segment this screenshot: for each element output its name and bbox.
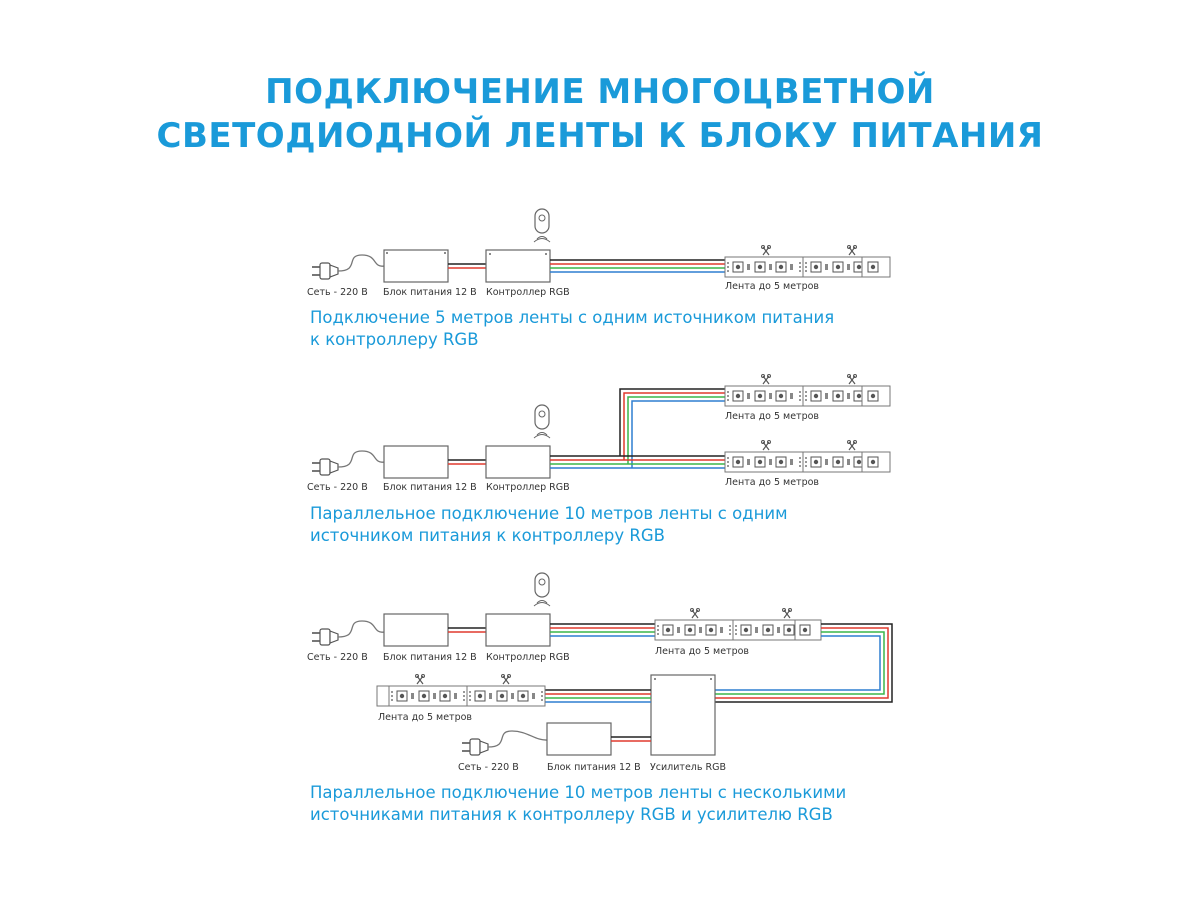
led-strip-top [724,385,891,407]
amplifier-box [650,674,716,756]
cut-mark-icon [760,244,772,256]
controller-box [485,249,551,283]
label-amplifier: Усилитель RGB [650,762,726,773]
led-strip-bottom [724,451,891,473]
title-line-2: СВЕТОДИОДНОЙ ЛЕНТЫ К БЛОКУ ПИТАНИЯ [156,116,1044,156]
mains-cable [337,450,386,468]
label-strip-bottom: Лента до 5 метров [725,477,819,488]
cut-mark-icon [760,439,772,451]
diagram-1: Сеть - 220 В Блок питания 12 В Контролле… [307,208,891,298]
caption-1-line-1: Подключение 5 метров ленты с одним источ… [310,308,835,327]
caption-3-line-2: источниками питания к контроллеру RGB и … [310,805,833,824]
led-strip [724,256,891,278]
plug-icon [311,628,339,646]
psu2-box [546,722,612,756]
cut-mark-icon [846,373,858,385]
label-psu: Блок питания 12 В [383,482,477,493]
caption-3: Параллельное подключение 10 метров ленты… [310,782,950,826]
label-strip-right: Лента до 5 метров [655,646,749,657]
label-psu: Блок питания 12 В [383,287,477,298]
psu-box [383,613,449,647]
diagram-3: Сеть - 220 В Блок питания 12 В Контролле… [307,572,893,773]
label-strip-left: Лента до 5 метров [378,712,472,723]
caption-1: Подключение 5 метров ленты с одним источ… [310,307,950,351]
label-psu-2: Блок питания 12 В [547,762,641,773]
remote-icon [533,404,551,439]
label-strip-top: Лента до 5 метров [725,411,819,422]
cut-mark-icon [781,607,793,619]
remote-icon [533,208,551,243]
caption-2-line-1: Параллельное подключение 10 метров ленты… [310,504,788,523]
caption-2: Параллельное подключение 10 метров ленты… [310,503,950,547]
cut-mark-icon [846,439,858,451]
diagram-2: Сеть - 220 В Блок питания 12 В Контролле… [307,373,891,493]
label-mains: Сеть - 220 В [307,287,368,298]
led-strip-left [376,685,546,707]
label-strip: Лента до 5 метров [725,281,819,292]
cut-mark-icon [414,673,426,685]
mains-cable [337,254,386,272]
label-controller: Контроллер RGB [486,482,570,493]
label-controller: Контроллер RGB [486,652,570,663]
page-title: ПОДКЛЮЧЕНИЕ МНОГОЦВЕТНОЙ СВЕТОДИОДНОЙ ЛЕ… [0,70,1200,158]
mains-cable-2 [487,730,549,748]
caption-1-line-2: к контроллеру RGB [310,330,479,349]
label-mains: Сеть - 220 В [307,652,368,663]
controller-box [485,445,551,479]
label-psu: Блок питания 12 В [383,652,477,663]
label-controller: Контроллер RGB [486,287,570,298]
caption-3-line-1: Параллельное подключение 10 метров ленты… [310,783,847,802]
mains-cable [337,620,386,638]
cut-mark-icon [500,673,512,685]
psu-box [383,445,449,479]
cut-mark-icon [760,373,772,385]
psu-box [383,249,449,283]
plug-icon [311,262,339,280]
cut-mark-icon [689,607,701,619]
cut-mark-icon [846,244,858,256]
plug-icon [311,458,339,476]
plug-icon [461,738,489,756]
controller-box [485,613,551,647]
caption-2-line-2: источником питания к контроллеру RGB [310,526,665,545]
label-mains-2: Сеть - 220 В [458,762,519,773]
remote-icon [533,572,551,607]
title-line-1: ПОДКЛЮЧЕНИЕ МНОГОЦВЕТНОЙ [265,72,935,112]
led-strip-right [654,619,822,641]
label-mains: Сеть - 220 В [307,482,368,493]
